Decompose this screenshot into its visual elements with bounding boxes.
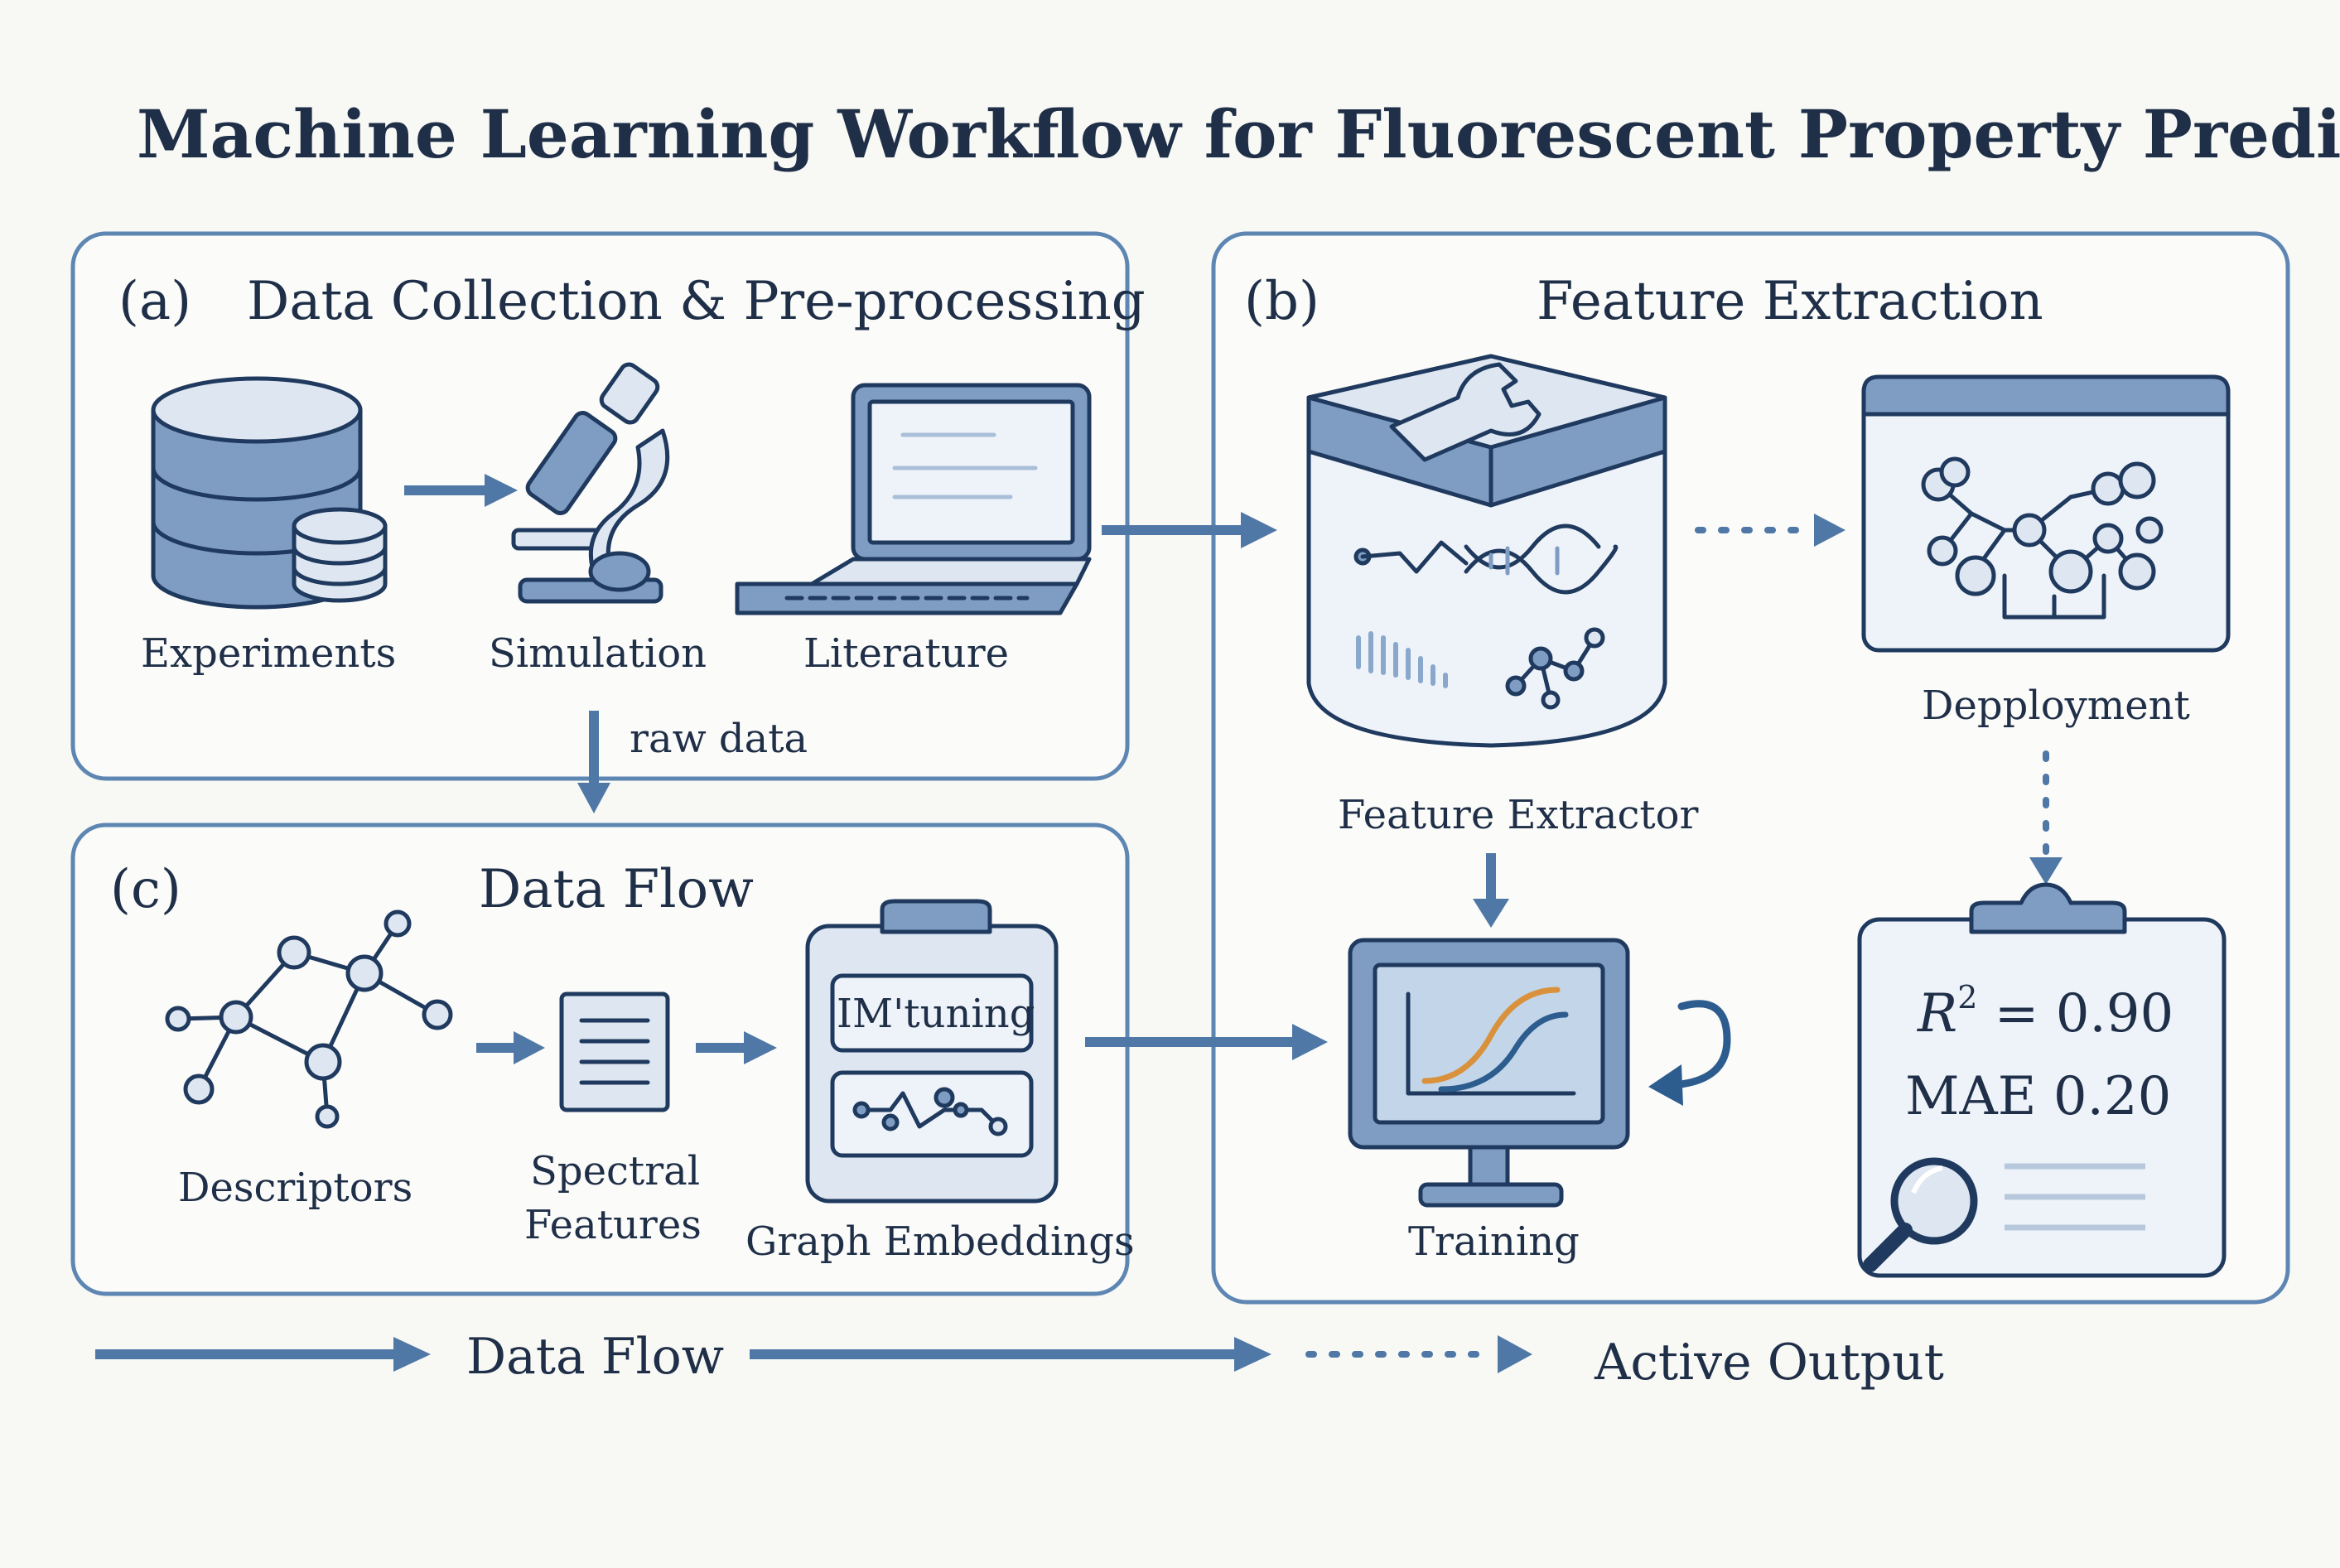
laptop-icon xyxy=(735,383,1092,615)
feature-extractor-icon xyxy=(1306,354,1667,748)
arrow-extractor-to-training-head xyxy=(1473,899,1509,928)
r2-symbol: R xyxy=(1917,983,1957,1045)
legend-data-flow-label: Data Flow xyxy=(466,1328,724,1386)
spectral-features-label-line2: Features xyxy=(524,1202,702,1248)
panel-a-frame xyxy=(70,231,1130,781)
legend-active-output-label: Active Output xyxy=(1594,1334,1944,1392)
literature-label: Literature xyxy=(803,630,1009,677)
panel-b-title: Feature Extraction xyxy=(1537,271,2043,332)
legend-data-flow-arrow-head xyxy=(393,1337,431,1372)
panel-b-letter: (b) xyxy=(1244,271,1320,332)
simulation-label: Simulation xyxy=(489,630,707,677)
graph-embeddings-label: Graph Embeddings xyxy=(745,1218,1135,1265)
panel-a-letter: (a) xyxy=(118,271,191,332)
dotted-arrow-to-deployment-head xyxy=(1814,514,1845,547)
database-icon xyxy=(151,376,388,610)
descriptors-molecule-icon xyxy=(165,909,453,1129)
retrain-loop-icon xyxy=(1648,1000,1731,1106)
experiments-label: Experiments xyxy=(141,630,396,677)
raw-data-label: raw data xyxy=(630,716,808,762)
arrow-spectral-to-embeddings-head xyxy=(744,1031,777,1064)
arrow-collection-to-extraction-head xyxy=(1241,512,1277,548)
arrow-raw-data-head xyxy=(577,783,610,813)
panel-c-letter: (c) xyxy=(110,859,181,920)
arrow-dataflow-to-training-head xyxy=(1292,1024,1328,1060)
arrow-descriptors-to-spectral-head xyxy=(514,1031,545,1064)
training-monitor-icon xyxy=(1348,938,1630,1208)
arrow-experiments-to-simulation-head xyxy=(485,474,518,507)
dotted-arrow-to-metrics-head xyxy=(2029,857,2063,885)
page-title: Machine Learning Workflow for Fluorescen… xyxy=(137,95,2340,173)
deployment-label: Depployment xyxy=(1922,683,2190,729)
deployment-window-icon xyxy=(1861,374,2231,653)
microscope-icon xyxy=(511,362,670,604)
metrics-clipboard-icon xyxy=(1857,882,2227,1278)
im-tuning-label: IM'tuning xyxy=(837,991,1035,1037)
panel-c-title: Data Flow xyxy=(479,859,754,920)
mae-metric: MAE 0.20 xyxy=(1905,1066,2171,1127)
r2-value: = 0.90 xyxy=(1977,983,2174,1045)
panel-a-title: Data Collection & Pre-processing xyxy=(247,271,1146,332)
legend-dotted-arrow-head xyxy=(1498,1335,1532,1373)
spectral-features-label-line1: Spectral xyxy=(530,1148,700,1194)
graph-embeddings-clipboard-icon xyxy=(805,899,1059,1204)
descriptors-label: Descriptors xyxy=(178,1165,413,1211)
r2-superscript: 2 xyxy=(1957,979,1977,1016)
spectral-document-icon xyxy=(559,991,670,1112)
feature-extractor-label: Feature Extractor xyxy=(1338,792,1699,838)
legend-long-arrow-head xyxy=(1234,1337,1271,1372)
training-label: Training xyxy=(1408,1218,1580,1265)
r2-metric: R2 = 0.90 xyxy=(1917,979,2174,1045)
